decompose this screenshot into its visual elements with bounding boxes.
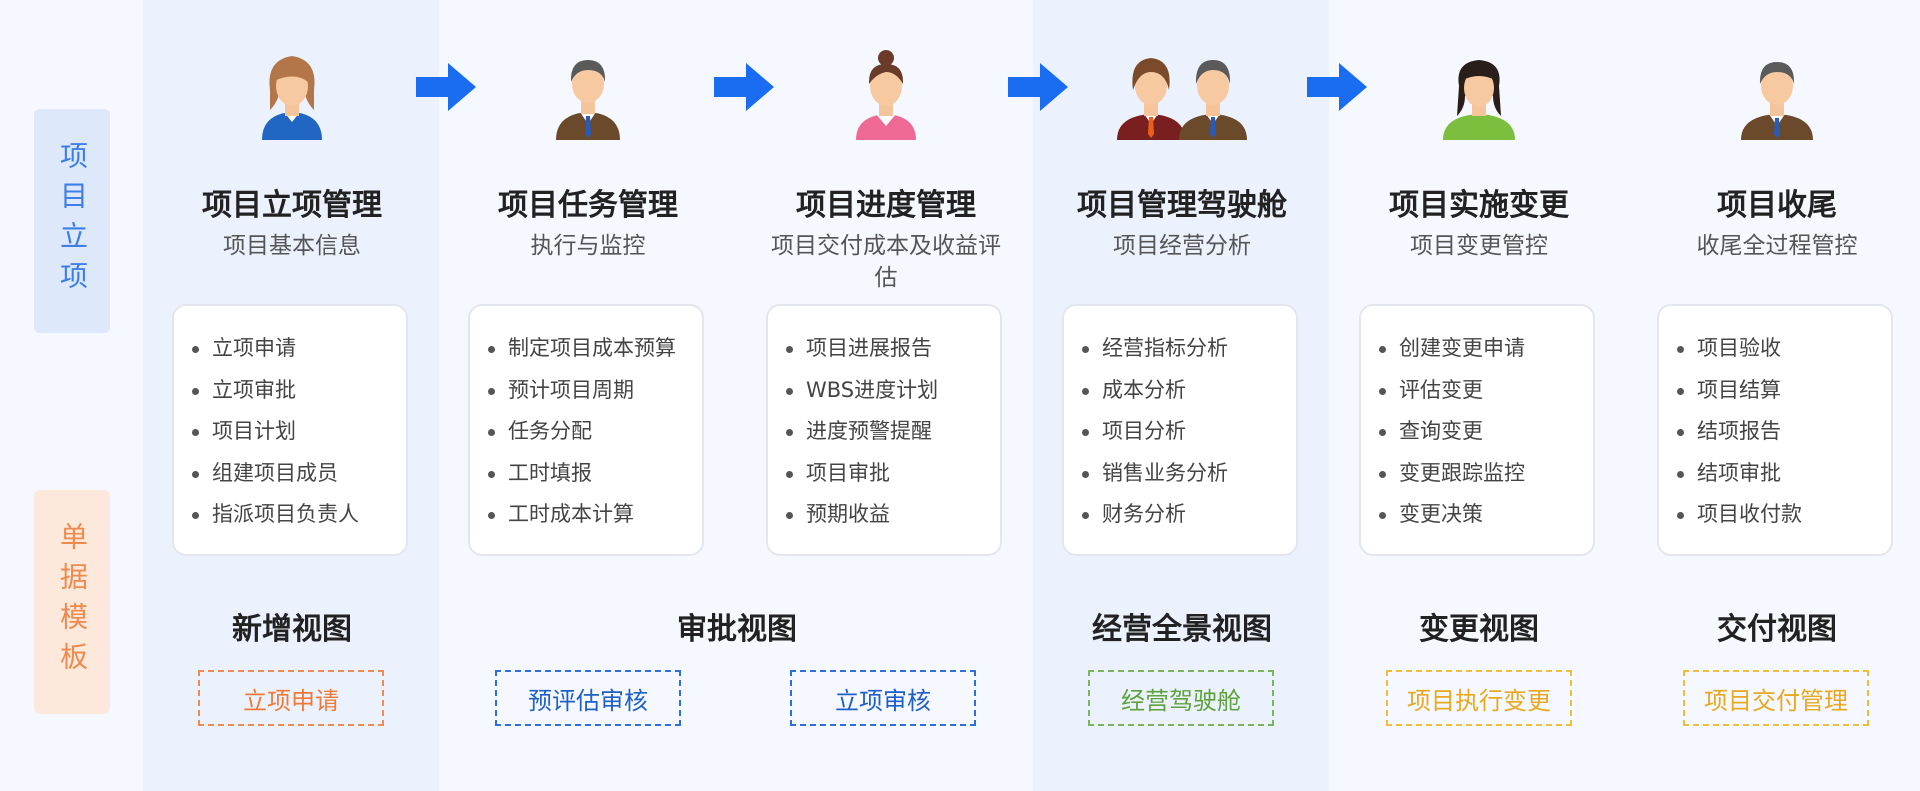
template-execution-change-button[interactable]: 项目执行变更 [1386,670,1572,726]
column-subtitle: 项目基本信息 [223,233,361,259]
feature-card: 项目进展报告 WBS进度计划 进度预警提醒 项目审批 预期收益 [766,304,1002,556]
list-item: 项目收付款 [1677,494,1891,536]
arrow-right-icon [1307,63,1367,111]
feature-card: 创建变更申请 评估变更 查询变更 变更跟踪监控 变更决策 [1359,304,1595,556]
list-item: 工时成本计算 [488,494,702,536]
template-project-review-button[interactable]: 立项审核 [790,670,976,726]
list-item: 进度预警提醒 [786,411,1000,453]
column-cockpit: 项目管理驾驶舱 项目经营分析 经营指标分析 成本分析 项目分析 销售业务分析 财… [1062,0,1302,791]
template-project-application-button[interactable]: 立项申请 [198,670,384,726]
list-item: 工时填报 [488,453,702,495]
view-title-new: 新增视图 [232,612,352,647]
feature-card: 制定项目成本预算 预计项目周期 任务分配 工时填报 工时成本计算 [468,304,704,556]
list-item: 查询变更 [1379,411,1593,453]
column-title: 项目实施变更 [1389,188,1569,223]
list-item: 变更决策 [1379,494,1593,536]
avatar [172,36,412,140]
view-title-panorama: 经营全景视图 [1092,612,1272,647]
column-title: 项目进度管理 [796,188,976,223]
list-item: 指派项目负责人 [192,494,406,536]
list-item: 创建变更申请 [1379,328,1593,370]
column-title: 项目立项管理 [202,188,382,223]
list-item: 预期收益 [786,494,1000,536]
column-subtitle: 项目变更管控 [1410,233,1548,259]
column-title: 项目收尾 [1717,188,1837,223]
feature-card: 项目验收 项目结算 结项报告 结项审批 项目收付款 [1657,304,1893,556]
avatar [766,36,1006,140]
woman-avatar-icon [856,50,916,140]
list-item: 结项审批 [1677,453,1891,495]
man-avatar-icon [556,60,620,140]
list-item: 任务分配 [488,411,702,453]
arrow-right-icon [714,63,774,111]
list-item: 项目进展报告 [786,328,1000,370]
column-subtitle: 收尾全过程管控 [1696,233,1858,259]
avatar [1062,36,1302,140]
list-item: 立项审批 [192,370,406,412]
arrow-right-icon [416,63,476,111]
column-project-setup: 项目立项管理 项目基本信息 立项申请 立项审批 项目计划 组建项目成员 指派项目… [172,0,412,791]
list-item: 财务分析 [1082,494,1296,536]
man-avatar-icon [1741,62,1813,140]
avatar [1657,36,1897,140]
list-item: 项目计划 [192,411,406,453]
woman-avatar-icon [1443,60,1515,140]
list-item: 结项报告 [1677,411,1891,453]
avatar [1359,36,1599,140]
template-cockpit-button[interactable]: 经营驾驶舱 [1088,670,1274,726]
list-item: 组建项目成员 [192,453,406,495]
column-closing: 项目收尾 收尾全过程管控 项目验收 项目结算 结项报告 结项审批 项目收付款 [1657,0,1897,791]
column-subtitle: 项目交付成本及收益评估 [771,233,1001,291]
template-delivery-button[interactable]: 项目交付管理 [1683,670,1869,726]
column-title: 项目管理驾驶舱 [1077,188,1287,223]
list-item: 项目验收 [1677,328,1891,370]
list-item: 成本分析 [1082,370,1296,412]
column-subtitle: 项目经营分析 [1113,233,1251,259]
view-title-approval: 审批视图 [677,612,797,647]
side-tag-doc-templates: 单据模板 [34,490,110,714]
list-item: 项目结算 [1677,370,1891,412]
team-avatar-icon [1117,58,1247,140]
feature-card: 立项申请 立项审批 项目计划 组建项目成员 指派项目负责人 [172,304,408,556]
list-item: 经营指标分析 [1082,328,1296,370]
side-tag-project-setup: 项目立项 [34,109,110,333]
template-pre-evaluation-button[interactable]: 预评估审核 [495,670,681,726]
list-item: 立项申请 [192,328,406,370]
column-title: 项目任务管理 [498,188,678,223]
list-item: 销售业务分析 [1082,453,1296,495]
avatar [468,36,708,140]
column-change: 项目实施变更 项目变更管控 创建变更申请 评估变更 查询变更 变更跟踪监控 变更… [1359,0,1599,791]
column-subtitle: 执行与监控 [530,233,646,259]
list-item: 项目分析 [1082,411,1296,453]
list-item: 制定项目成本预算 [488,328,702,370]
list-item: 预计项目周期 [488,370,702,412]
feature-card: 经营指标分析 成本分析 项目分析 销售业务分析 财务分析 [1062,304,1298,556]
column-progress-management: 项目进度管理 项目交付成本及收益评估 项目进展报告 WBS进度计划 进度预警提醒… [766,0,1006,791]
list-item: 项目审批 [786,453,1000,495]
column-task-management: 项目任务管理 执行与监控 制定项目成本预算 预计项目周期 任务分配 工时填报 工… [468,0,708,791]
view-title-delivery: 交付视图 [1717,612,1837,647]
list-item: 变更跟踪监控 [1379,453,1593,495]
list-item: WBS进度计划 [786,370,1000,412]
view-title-change: 变更视图 [1419,612,1539,647]
list-item: 评估变更 [1379,370,1593,412]
woman-avatar-icon [262,56,322,140]
arrow-right-icon [1008,63,1068,111]
